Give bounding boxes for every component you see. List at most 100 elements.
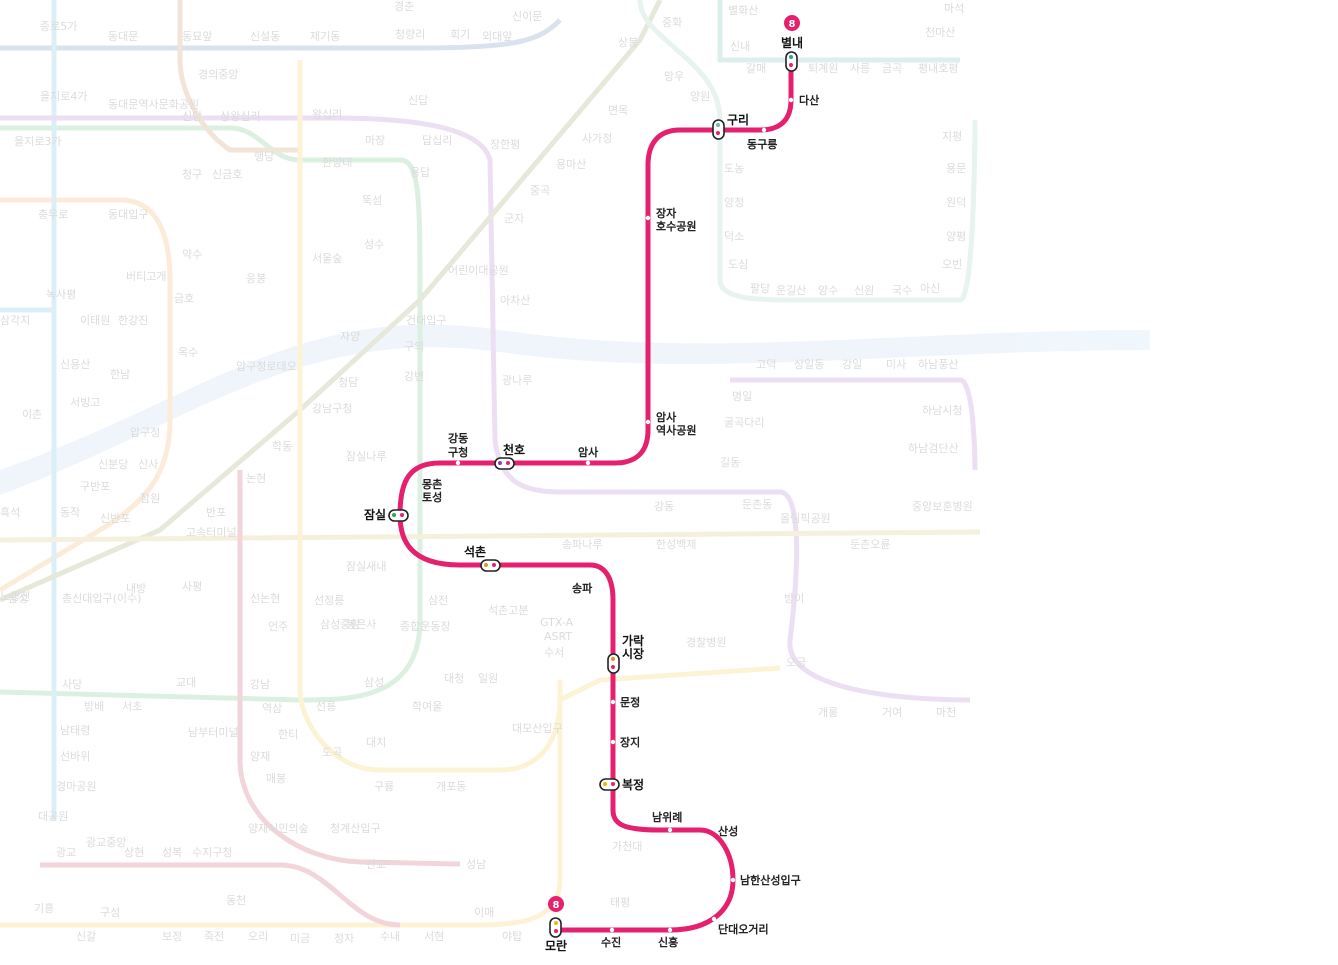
- station-label-songpa[interactable]: 송파: [572, 581, 593, 595]
- bg-label: 신답: [408, 94, 428, 107]
- station-dot-gangdong-gucheong[interactable]: [455, 460, 461, 466]
- station-label-donggureung[interactable]: 동구릉: [747, 138, 777, 151]
- bg-label: 반포: [206, 506, 226, 519]
- station-label-gangdong-gucheong-2[interactable]: 구청: [448, 445, 468, 459]
- bg-label: 개롱: [818, 706, 838, 719]
- bg-label: 동작: [60, 506, 80, 519]
- transfer-marker-bokjeong[interactable]: [599, 778, 620, 791]
- transfer-marker-garak[interactable]: [607, 653, 620, 674]
- transfer-marker-byeollae[interactable]: [785, 51, 798, 72]
- station-label-sujin[interactable]: 수진: [601, 935, 621, 949]
- station-dot-amsa[interactable]: [585, 460, 591, 466]
- bg-label: 천마산: [925, 25, 955, 39]
- station-dot-namwirye[interactable]: [667, 827, 673, 833]
- bg-label: 대치: [366, 736, 386, 749]
- station-label-jangja-2[interactable]: 호수공원: [656, 219, 696, 233]
- station-label-amsa-hist-2[interactable]: 역사공원: [656, 423, 696, 437]
- bg-label: 신분당: [98, 458, 128, 471]
- station-label-mongchon-2[interactable]: 토성: [422, 490, 442, 504]
- station-dot-songpa[interactable]: [595, 575, 601, 581]
- line-8-badge-north: 8: [784, 15, 800, 31]
- station-dot-sanseong[interactable]: [711, 838, 717, 844]
- station-label-dandae[interactable]: 단대오거리: [718, 922, 769, 936]
- line-8-badge-south: 8: [548, 896, 564, 912]
- bg-label: 신설동: [250, 30, 280, 43]
- bg-label: 성남: [466, 858, 486, 871]
- bg-label: 양원: [690, 90, 710, 103]
- bg-label: 송파나루: [562, 538, 602, 551]
- bg-label: 별화산: [728, 4, 758, 17]
- bg-label: 이촌: [22, 408, 42, 421]
- station-label-sanseong[interactable]: 산성: [718, 824, 738, 838]
- station-dot-namhansanseong[interactable]: [730, 877, 736, 883]
- station-label-munjeong[interactable]: 문정: [620, 695, 640, 709]
- bg-label: 답십리: [422, 134, 452, 147]
- bg-line-5: [0, 115, 978, 703]
- bg-label: 서울숲: [312, 252, 342, 265]
- station-dot-sujin[interactable]: [609, 927, 615, 933]
- station-label-namwirye[interactable]: 남위례: [652, 810, 682, 824]
- bg-label: 동대문역사문화공원: [108, 98, 199, 111]
- bg-label: 신용산: [60, 358, 90, 371]
- bg-label: 학여울: [412, 700, 442, 713]
- station-label-namhansanseong[interactable]: 남한산성입구: [740, 873, 801, 887]
- bg-label: 일원: [478, 671, 498, 685]
- station-dot-jangja[interactable]: [645, 215, 651, 221]
- station-label-guri[interactable]: 구리: [727, 112, 749, 127]
- transfer-marker-jamsil[interactable]: [388, 509, 409, 522]
- bg-label: 대모산입구: [512, 722, 563, 735]
- station-label-bokjeong[interactable]: 복정: [622, 777, 644, 792]
- station-label-moran[interactable]: 모란: [545, 938, 567, 953]
- station-label-amsa-hist-1[interactable]: 암사: [656, 410, 677, 424]
- station-label-jangji[interactable]: 장지: [620, 735, 640, 749]
- bg-label: 잠원: [140, 492, 160, 505]
- station-label-amsa[interactable]: 암사: [578, 445, 599, 459]
- bg-label: 동묘앞: [182, 30, 212, 43]
- bg-label: 사릉: [850, 62, 870, 75]
- station-label-jamsil[interactable]: 잠실: [364, 507, 386, 522]
- station-label-byeollae[interactable]: 별내: [781, 35, 803, 50]
- bg-label: 용답: [410, 166, 430, 179]
- station-dot-amsa-hist[interactable]: [645, 419, 651, 425]
- bg-label: 둔촌오륜: [850, 538, 890, 551]
- transfer-marker-cheonho[interactable]: [494, 457, 515, 470]
- station-label-dasan[interactable]: 다산: [799, 93, 819, 107]
- bg-label: 보정: [162, 930, 182, 943]
- bg-label: 하남풍산: [918, 357, 958, 371]
- bg-label: 종로5가: [40, 20, 77, 33]
- bg-label: 갈매: [746, 61, 766, 75]
- bg-label: 수서: [544, 646, 564, 659]
- bg-line-9: [0, 529, 981, 543]
- station-dot-jangji[interactable]: [610, 739, 616, 745]
- station-dot-dandae[interactable]: [711, 916, 717, 922]
- bg-label: 신반포: [100, 512, 130, 525]
- station-label-jangja-1[interactable]: 장자: [656, 206, 677, 220]
- station-label-cheonho[interactable]: 천호: [503, 442, 525, 457]
- station-label-mongchon-1[interactable]: 몽촌: [422, 477, 442, 491]
- transfer-marker-seokchon[interactable]: [480, 559, 501, 572]
- bg-label: 평내호평: [918, 62, 958, 75]
- bg-label: 성수: [364, 238, 384, 251]
- station-label-seokchon[interactable]: 석촌: [464, 544, 486, 559]
- transfer-marker-moran[interactable]: [549, 917, 562, 938]
- bg-label: 퇴계원: [808, 62, 838, 75]
- station-label-garak-1[interactable]: 가락: [622, 633, 644, 648]
- station-dot-dasan[interactable]: [788, 97, 794, 103]
- bg-label: 죽전: [204, 930, 224, 943]
- bg-label: 삼전: [428, 594, 448, 607]
- station-label-sinheung[interactable]: 신흥: [658, 935, 678, 949]
- bg-line-sinbundang: [237, 470, 461, 867]
- bg-label: 옥수: [178, 346, 198, 359]
- bg-label: 둔촌동: [742, 498, 772, 511]
- station-dot-donggureung[interactable]: [761, 127, 767, 133]
- bg-label: 석촌고분: [488, 604, 528, 617]
- bg-line-7: [0, 0, 663, 603]
- station-dot-mongchon[interactable]: [411, 477, 417, 483]
- station-label-gangdong-gucheong-1[interactable]: 강동: [448, 431, 468, 445]
- station-label-garak-2[interactable]: 시장: [622, 647, 644, 661]
- bg-label: 구성: [100, 906, 120, 919]
- station-dot-munjeong[interactable]: [610, 699, 616, 705]
- station-dot-sinheung[interactable]: [667, 927, 673, 933]
- transfer-marker-guri[interactable]: [712, 119, 725, 140]
- bg-label: 미사: [886, 358, 906, 371]
